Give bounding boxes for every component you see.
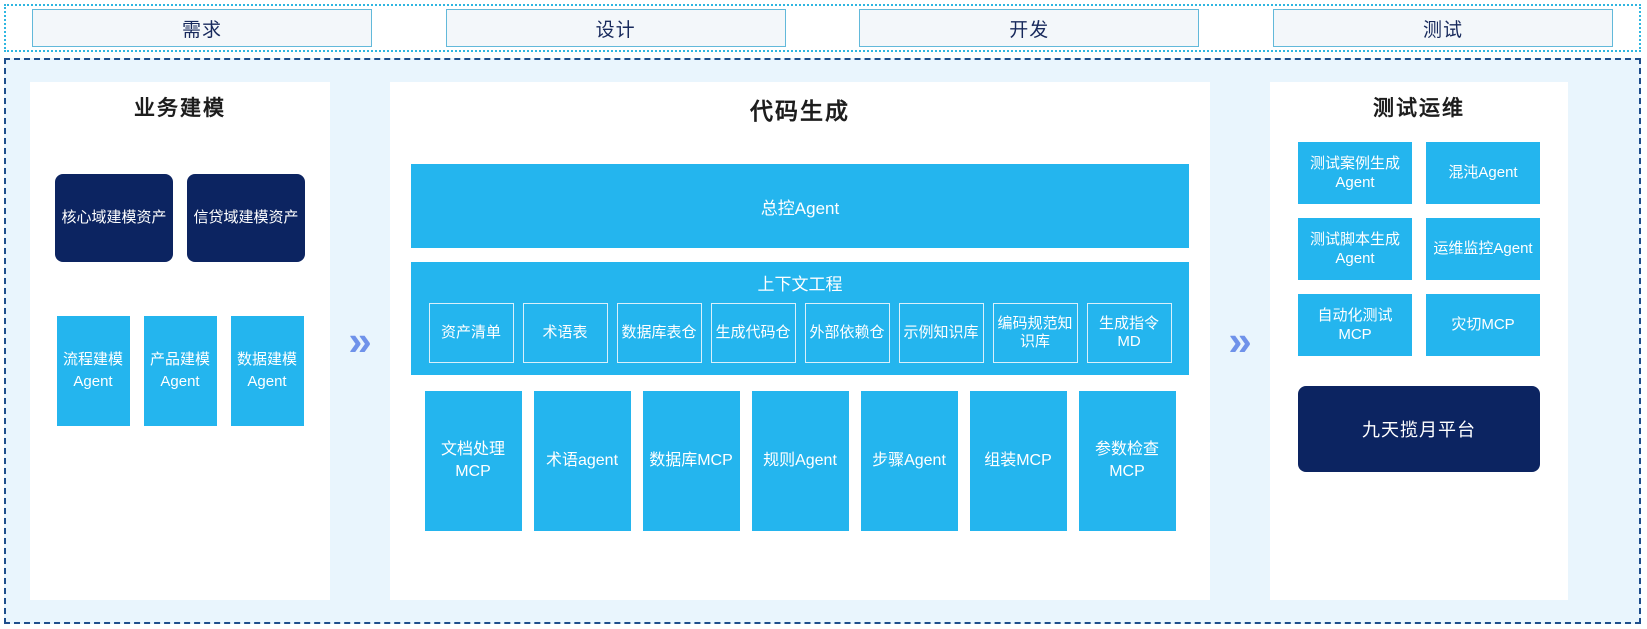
phase-label: 需求 (181, 19, 222, 41)
tool-step-agent[interactable]: 步骤Agent (860, 391, 958, 531)
agent-label: 流程建模Agent (62, 351, 123, 390)
context-item-label: 示例知识库 (903, 323, 979, 341)
test-box-label: 自动化测试MCP (1317, 306, 1393, 344)
tool-label: 组装MCP (984, 452, 1052, 470)
context-item-external-dependency-repo[interactable]: 外部依赖仓 (804, 303, 890, 363)
agent-process-modeling[interactable]: 流程建模Agent (56, 316, 130, 426)
phase-label: 开发 (1009, 19, 1050, 41)
phase-label: 测试 (1422, 19, 1463, 41)
double-chevron-right-icon-right: » (1210, 82, 1270, 600)
phase-box-design[interactable]: 设计 (445, 9, 786, 47)
business-modeling-agents-row: 流程建模Agent 产品建模Agent 数据建模Agent (56, 316, 304, 426)
test-box-label: 测试脚本生成Agent (1309, 230, 1400, 268)
chevron-glyph: » (1228, 317, 1252, 364)
automated-test-mcp[interactable]: 自动化测试MCP (1298, 294, 1412, 356)
asset-credit-domain[interactable]: 信贷域建模资产 (187, 174, 305, 262)
phase-box-development[interactable]: 开发 (859, 9, 1200, 47)
agent-data-modeling[interactable]: 数据建模Agent (230, 316, 304, 426)
platform-box-jiutian-lanyue[interactable]: 九天揽月平台 (1298, 386, 1540, 472)
context-engineering-items: 资产清单 术语表 数据库表仓 生成代码仓 外部依赖仓 示例知识库 (411, 303, 1189, 363)
chaos-agent[interactable]: 混沌Agent (1426, 142, 1540, 204)
tool-glossary-agent[interactable]: 术语agent (533, 391, 631, 531)
agent-label: 数据建模Agent (236, 351, 297, 390)
operations-monitoring-agent[interactable]: 运维监控Agent (1426, 218, 1540, 280)
agent-label: 产品建模Agent (149, 351, 210, 390)
agent-product-modeling[interactable]: 产品建模Agent (143, 316, 217, 426)
architecture-diagram-body: 业务建模 核心域建模资产 信贷域建模资产 流程建模Agent 产品建模Agent… (4, 58, 1641, 624)
context-item-label: 生成指令MD (1098, 314, 1159, 350)
panel-test-operations: 测试运维 测试案例生成Agent 混沌Agent 测试脚本生成Agent 运维监… (1270, 82, 1568, 600)
test-box-label: 灾切MCP (1451, 316, 1515, 334)
context-item-label: 术语表 (542, 323, 588, 341)
master-agent-label: 总控Agent (760, 198, 840, 218)
context-item-db-table-repo[interactable]: 数据库表仓 (616, 303, 702, 363)
tool-database-mcp[interactable]: 数据库MCP (642, 391, 740, 531)
test-case-generation-agent[interactable]: 测试案例生成Agent (1298, 142, 1412, 204)
phase-label: 设计 (595, 19, 636, 41)
context-item-glossary[interactable]: 术语表 (522, 303, 608, 363)
asset-label: 信贷域建模资产 (193, 209, 299, 227)
chevron-glyph: » (348, 317, 372, 364)
context-item-asset-list[interactable]: 资产清单 (428, 303, 514, 363)
context-item-generation-instruction-md[interactable]: 生成指令MD (1086, 303, 1172, 363)
tool-parameter-check-mcp[interactable]: 参数检查MCP (1078, 391, 1176, 531)
master-agent-box[interactable]: 总控Agent (411, 164, 1189, 248)
panel-title-code-generation: 代码生成 (750, 98, 850, 124)
context-item-example-knowledge-base[interactable]: 示例知识库 (898, 303, 984, 363)
test-box-label: 测试案例生成Agent (1309, 154, 1400, 192)
phase-strip: 需求 设计 开发 测试 (4, 4, 1641, 52)
phase-box-requirement[interactable]: 需求 (32, 9, 372, 47)
context-item-generated-code-repo[interactable]: 生成代码仓 (710, 303, 796, 363)
panel-title-test-operations: 测试运维 (1373, 97, 1465, 120)
tool-label: 规则Agent (763, 452, 837, 470)
context-item-label: 数据库表仓 (621, 323, 697, 341)
panel-code-generation: 代码生成 总控Agent 上下文工程 资产清单 术语表 数据库表仓 生成代码仓 (390, 82, 1210, 600)
tool-label: 术语agent (545, 452, 619, 470)
tool-assembly-mcp[interactable]: 组装MCP (969, 391, 1067, 531)
test-script-generation-agent[interactable]: 测试脚本生成Agent (1298, 218, 1412, 280)
context-item-label: 生成代码仓 (715, 323, 791, 341)
code-generation-tools-row: 文档处理MCP 术语agent 数据库MCP 规则Agent 步骤Agent 组… (411, 391, 1189, 531)
test-box-label: 混沌Agent (1448, 164, 1518, 182)
tool-label: 步骤Agent (872, 452, 946, 470)
asset-label: 核心域建模资产 (61, 209, 167, 227)
tool-rule-agent[interactable]: 规则Agent (751, 391, 849, 531)
tool-label: 参数检查MCP (1094, 441, 1159, 480)
double-chevron-right-icon-left: » (330, 82, 390, 600)
context-item-label: 外部依赖仓 (809, 323, 885, 341)
tool-document-processing-mcp[interactable]: 文档处理MCP (424, 391, 522, 531)
context-item-label: 资产清单 (440, 323, 501, 341)
test-box-label: 运维监控Agent (1433, 240, 1533, 258)
context-engineering-title: 上下文工程 (757, 275, 843, 294)
asset-core-domain[interactable]: 核心域建模资产 (55, 174, 173, 262)
platform-label: 九天揽月平台 (1362, 420, 1476, 440)
business-modeling-assets-row: 核心域建模资产 信贷域建模资产 (55, 174, 305, 262)
context-item-coding-standard-knowledge-base[interactable]: 编码规范知识库 (992, 303, 1078, 363)
context-item-label: 编码规范知识库 (997, 314, 1073, 350)
tool-label: 数据库MCP (649, 452, 733, 470)
context-engineering-block: 上下文工程 资产清单 术语表 数据库表仓 生成代码仓 外部依赖仓 示 (411, 262, 1189, 375)
panel-title-business-modeling: 业务建模 (134, 97, 226, 120)
test-operations-grid: 测试案例生成Agent 混沌Agent 测试脚本生成Agent 运维监控Agen… (1298, 142, 1540, 356)
phase-box-testing[interactable]: 测试 (1272, 9, 1613, 47)
tool-label: 文档处理MCP (440, 441, 505, 480)
disaster-recovery-mcp[interactable]: 灾切MCP (1426, 294, 1540, 356)
panel-business-modeling: 业务建模 核心域建模资产 信贷域建模资产 流程建模Agent 产品建模Agent… (30, 82, 330, 600)
